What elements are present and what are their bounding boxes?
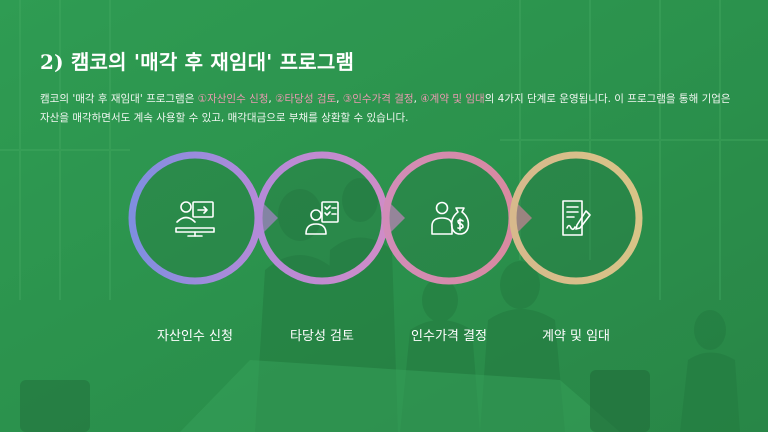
contract-signing-icon	[562, 200, 591, 236]
step-label-1: 자산인수 신청	[157, 329, 233, 344]
presenter-screen-icon	[175, 201, 215, 237]
step-label-3: 인수가격 결정	[411, 329, 487, 344]
desc-step-2: ②타당성 검토	[275, 93, 337, 105]
title-number: 2)	[40, 50, 64, 74]
desc-sep: ,	[336, 93, 343, 105]
title-text: 캠코의 '매각 후 재임대' 프로그램	[70, 50, 355, 74]
desc-sep: ,	[413, 93, 421, 105]
person-money-bag-icon	[431, 201, 470, 235]
desc-step-3: ③인수가격 결정	[342, 93, 414, 105]
desc-suffix: 의 4가지 단계로 운영됩니다. 이 프로그램을 통해 기업은 자산을 매각하면…	[40, 93, 731, 124]
slide-description: 캠코의 '매각 후 재임대' 프로그램은 ①자산인수 신청, ②타당성 검토, …	[40, 90, 740, 128]
desc-step-1: ①자산인수 신청	[197, 93, 269, 105]
desc-sep: ,	[268, 93, 276, 105]
step-ring-4	[509, 151, 643, 285]
step-label-4: 계약 및 임대	[541, 329, 611, 344]
person-checklist-icon	[305, 201, 339, 235]
slide-title: 2) 캠코의 '매각 후 재임대' 프로그램	[40, 46, 354, 75]
desc-step-4: ④계약 및 임대	[420, 93, 485, 105]
desc-prefix: 캠코의 '매각 후 재임대' 프로그램은	[40, 93, 198, 105]
step-label-2: 타당성 검토	[290, 329, 354, 344]
